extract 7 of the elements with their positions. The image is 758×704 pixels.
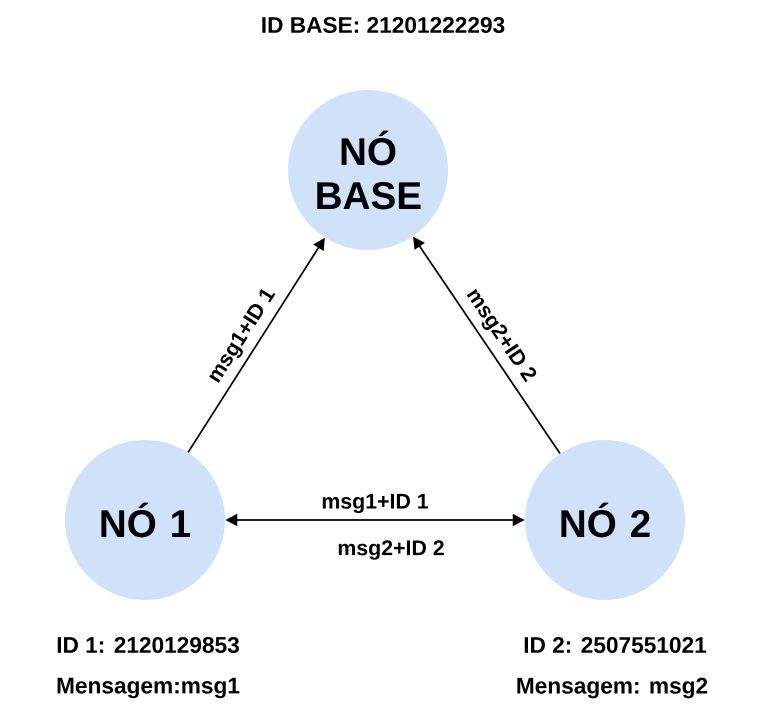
node-caption: Mensagem: msg2	[517, 678, 708, 698]
node-caption: ID 1: 2120129853	[58, 636, 239, 654]
node-caption: Mensagem:msg1	[58, 678, 240, 698]
node-caption: ID BASE: 21201222293	[262, 16, 504, 34]
node-caption: ID 2: 2507551021	[524, 636, 706, 654]
message-label: msg2+ID 2	[336, 538, 446, 562]
edge-label: msg1+ID 1	[320, 492, 430, 514]
